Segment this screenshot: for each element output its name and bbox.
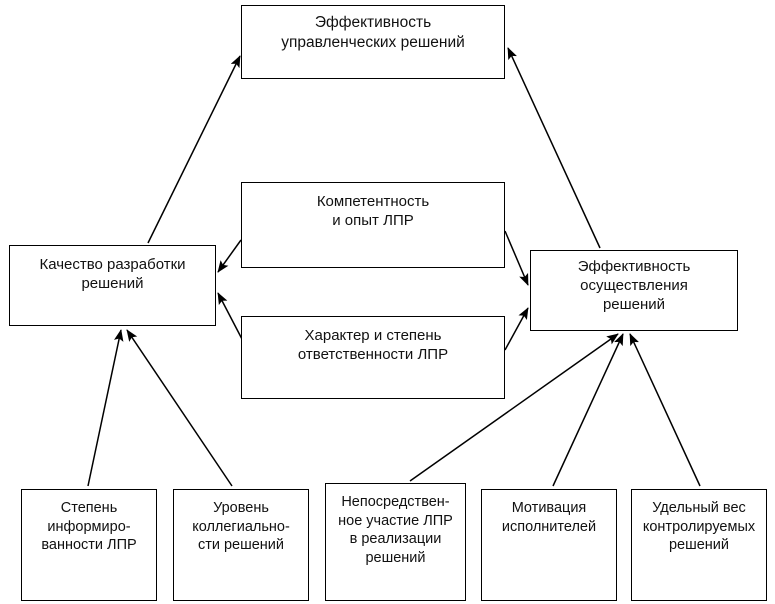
node-direct-participation[interactable]: Непосредствен- ное участие ЛПР в реализа… (325, 483, 466, 601)
node-label: Компетентность и опыт ЛПР (316, 193, 430, 230)
node-label: Мотивация исполнителей (501, 500, 597, 535)
edge-participation-to-implementation (409, 333, 619, 482)
node-label: Удельный вес контролируемых решений (642, 500, 756, 554)
node-label: Характер и степень ответственности ЛПР (297, 327, 449, 364)
node-competence-and-experience[interactable]: Компетентность и опыт ЛПР (241, 182, 505, 268)
edge-implementation-to-top (507, 47, 601, 249)
node-quality-of-decision-development[interactable]: Качество разработки решений (9, 245, 216, 326)
edge-responsibility-to-implementation (504, 307, 529, 351)
node-share-of-controlled-decisions[interactable]: Удельный вес контролируемых решений (631, 489, 767, 601)
node-label: Уровень коллегиально- сти решений (192, 500, 290, 554)
edge-motivation-to-implementation (552, 333, 624, 487)
node-degree-of-awareness[interactable]: Степень информиро- ванности ЛПР (21, 489, 157, 601)
edge-quality-to-top (147, 55, 241, 244)
node-level-of-collegiality[interactable]: Уровень коллегиально- сти решений (173, 489, 309, 601)
node-motivation-of-performers[interactable]: Мотивация исполнителей (481, 489, 617, 601)
edge-collegiality-to-quality (126, 329, 233, 487)
edge-competence-to-quality (217, 239, 242, 273)
edge-competence-to-implementation (504, 230, 529, 286)
node-effectiveness-of-implementation[interactable]: Эффективность осуществления решений (530, 250, 738, 331)
node-label: Степень информиро- ванности ЛПР (41, 500, 137, 554)
edge-responsibility-to-quality (217, 292, 244, 342)
node-label: Эффективность осуществления решений (577, 258, 691, 314)
node-label: Качество разработки решений (39, 256, 186, 293)
edge-awareness-to-quality (87, 329, 124, 487)
edge-control-to-implementation (629, 333, 701, 487)
node-label: Непосредствен- ное участие ЛПР в реализа… (338, 494, 453, 566)
node-effectiveness-of-management-decisions[interactable]: Эффективность управленческих решений (241, 5, 505, 79)
node-label: Эффективность управленческих решений (281, 14, 465, 51)
node-character-and-responsibility[interactable]: Характер и степень ответственности ЛПР (241, 316, 505, 399)
